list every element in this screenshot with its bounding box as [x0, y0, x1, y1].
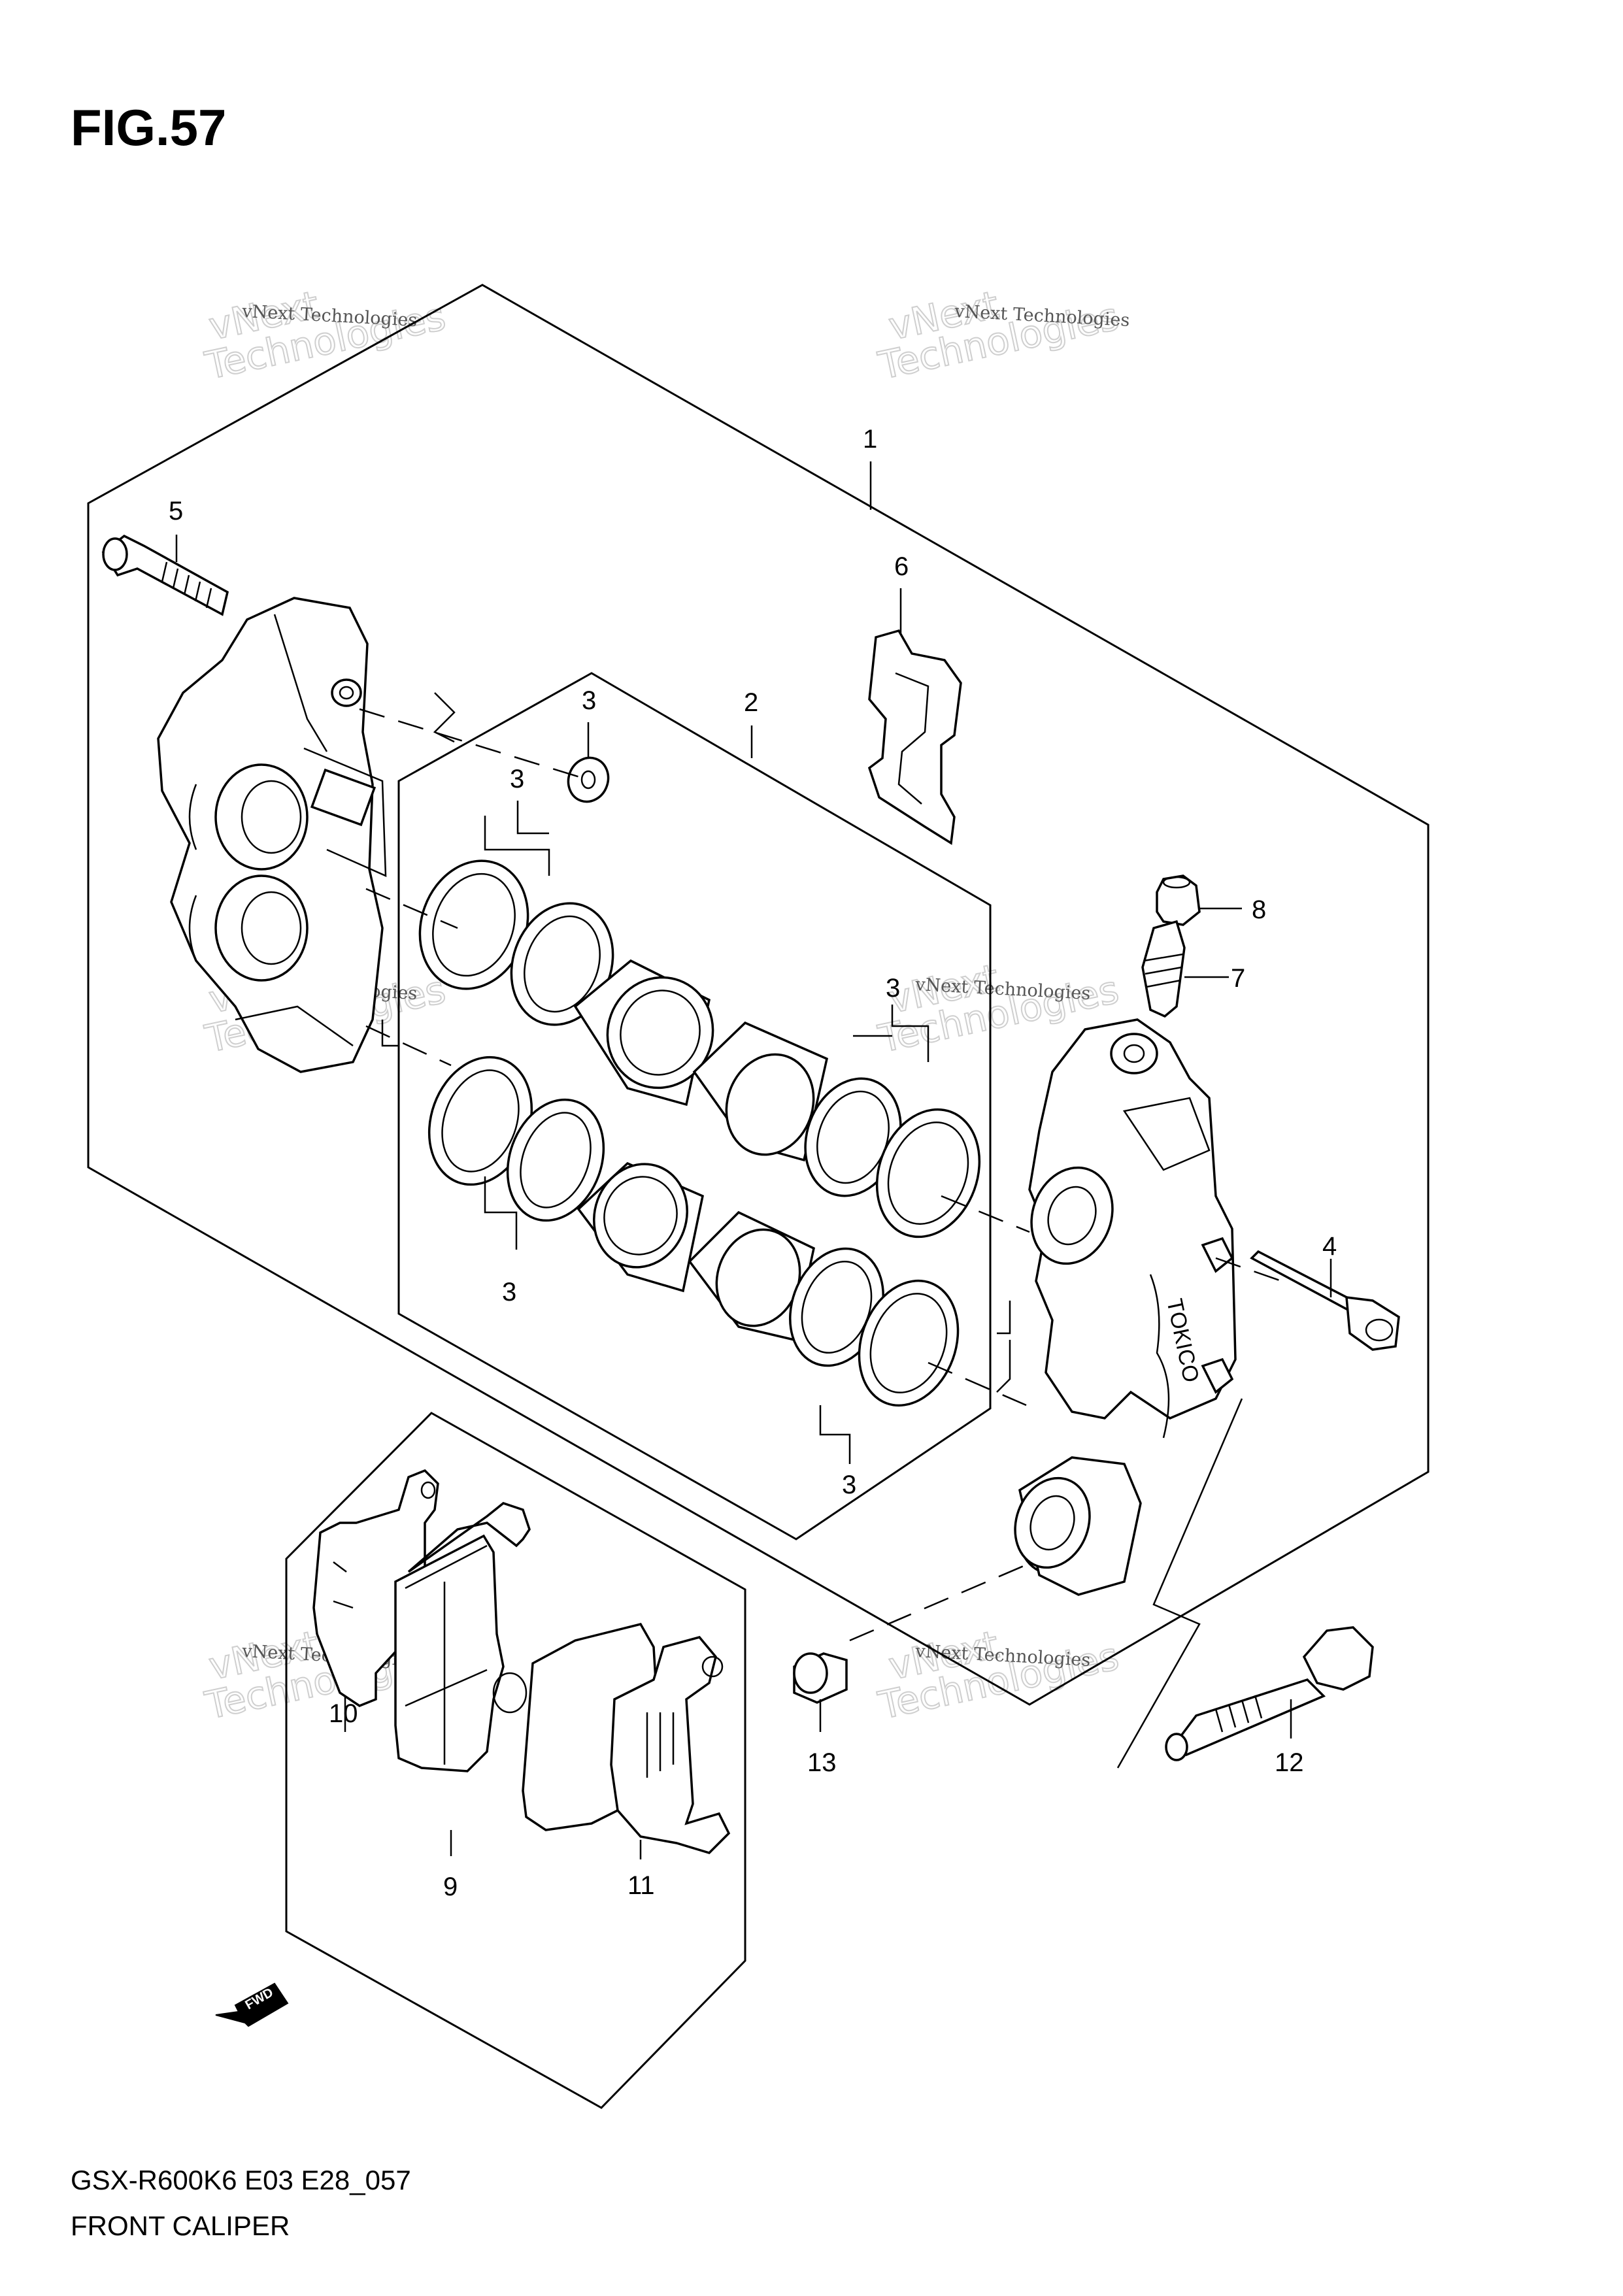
diagram-name-caption: FRONT CALIPER — [71, 2210, 290, 2241]
callout-7: 7 — [1231, 964, 1245, 993]
bolt-12 — [1165, 1626, 1374, 1761]
brake-pad-10 — [312, 1469, 531, 1772]
callout-8: 8 — [1252, 895, 1266, 924]
bleeder-cap-8 — [1156, 874, 1201, 926]
bleeder-valve-7 — [1141, 920, 1186, 1018]
callout-5: 5 — [169, 497, 183, 525]
callout-2: 2 — [744, 688, 758, 717]
callout-1: 1 — [863, 425, 877, 454]
caliper-right-half: TOKICO — [1014, 1018, 1237, 1596]
callout-3-lower-left: 3 — [502, 1278, 516, 1306]
bolt-4 — [1250, 1250, 1400, 1351]
assembly-boundary-1 — [87, 284, 1430, 1706]
pad-set-boundary-9 — [285, 1412, 746, 2109]
model-code-caption: GSX-R600K6 E03 E28_057 — [71, 2165, 411, 2195]
callout-12: 12 — [1275, 1748, 1304, 1777]
callout-9: 9 — [443, 1872, 458, 1901]
spacer-13 — [793, 1652, 848, 1704]
washer-3 — [567, 756, 610, 803]
callout-6: 6 — [894, 552, 909, 581]
seal-kit-boundary-2 — [397, 672, 992, 1540]
seals-and-pistons — [418, 859, 981, 1407]
leader-lines — [175, 461, 1332, 1859]
callout-3-upper-left: 3 — [510, 765, 524, 793]
callout-3-lower-right: 3 — [842, 1471, 856, 1499]
callout-10: 10 — [329, 1699, 358, 1728]
forward-direction-arrow: FWD — [215, 1982, 289, 2027]
callout-13: 13 — [807, 1748, 837, 1777]
callout-3-upper-right: 3 — [886, 974, 900, 1003]
callout-3-washer: 3 — [582, 686, 596, 715]
caliper-left-half — [157, 597, 387, 1073]
callout-4: 4 — [1322, 1232, 1337, 1261]
callout-labels: 1 2 3 3 3 3 3 4 5 6 7 8 9 10 11 12 13 — [169, 425, 1337, 1901]
brake-pad-11 — [522, 1622, 731, 1854]
pad-spring-6 — [867, 629, 962, 845]
figure-title: FIG.57 — [71, 99, 226, 156]
callout-11: 11 — [627, 1871, 655, 1900]
watermark-2: vNext Technologies vNext Technologies — [874, 282, 1130, 389]
bolt-5 — [101, 534, 229, 616]
